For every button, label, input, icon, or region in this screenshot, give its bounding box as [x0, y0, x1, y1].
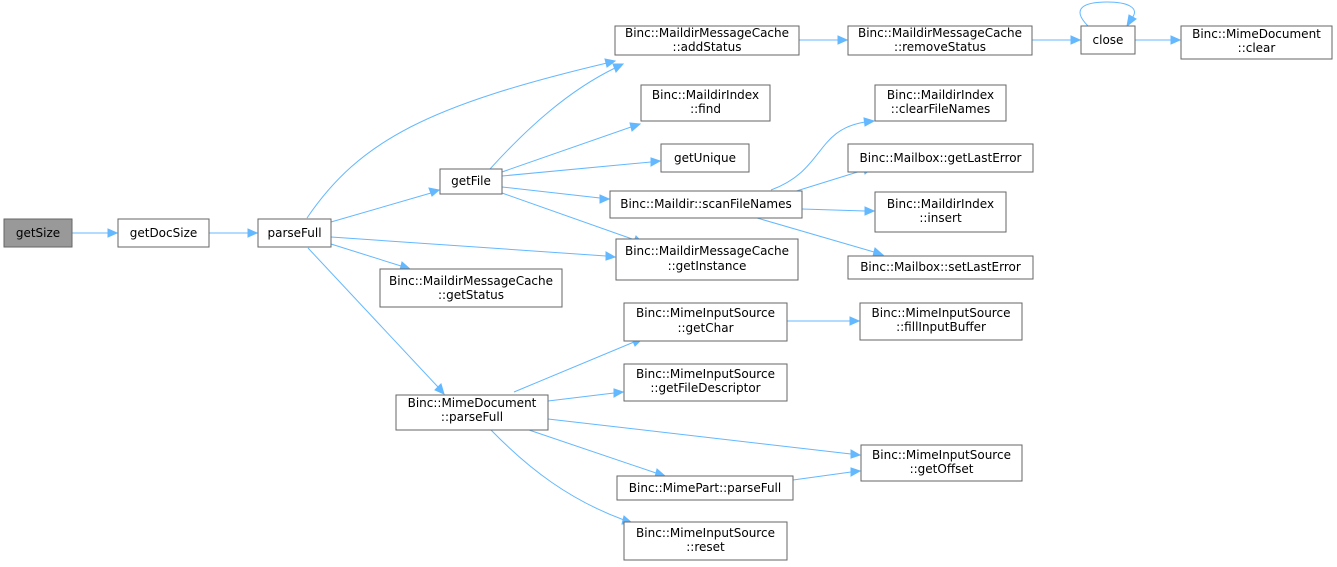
- node-label-line2: ::getOffset: [910, 462, 974, 476]
- node-label-line1: Binc::MaildirMessageCache: [625, 26, 789, 40]
- node-removeStatus[interactable]: Binc::MaildirMessageCache ::removeStatus: [847, 25, 1033, 56]
- edge-getDocSize-to-parseFull: [209, 228, 259, 238]
- node-getDocSize[interactable]: getDocSize: [117, 218, 210, 248]
- node-layer: getSize getDocSize parseFull Binc::Maild…: [3, 25, 1333, 561]
- node-reset[interactable]: Binc::MimeInputSource ::reset: [623, 521, 788, 561]
- edge-mimeDocParseFull-to-getFileDescriptor: [547, 388, 625, 402]
- node-label-line2: ::find: [690, 102, 721, 116]
- node-indexInsert[interactable]: Binc::MaildirIndex ::insert: [874, 191, 1007, 233]
- node-scanFileNames[interactable]: Binc::Maildir::scanFileNames: [609, 190, 803, 219]
- edge-mimePartParseFull-to-getOffset: [792, 467, 862, 481]
- node-getOffset[interactable]: Binc::MimeInputSource ::getOffset: [860, 444, 1023, 482]
- node-label: getSize: [16, 226, 60, 240]
- node-getChar[interactable]: Binc::MimeInputSource ::getChar: [623, 302, 788, 342]
- edge-close-to-mimeClear: [1135, 35, 1182, 45]
- node-label-line1: Binc::MimeDocument: [408, 396, 537, 410]
- node-addStatus[interactable]: Binc::MaildirMessageCache ::addStatus: [614, 25, 800, 56]
- edge-parseFull-to-addStatus: [306, 58, 617, 219]
- node-mimePartParseFull[interactable]: Binc::MimePart::parseFull: [616, 475, 794, 501]
- node-getInstance[interactable]: Binc::MaildirMessageCache ::getInstance: [615, 238, 799, 281]
- node-mimeDocParseFull[interactable]: Binc::MimeDocument ::parseFull: [395, 394, 549, 431]
- node-getSize[interactable]: getSize: [3, 218, 73, 248]
- edge-addStatus-to-removeStatus: [799, 35, 849, 45]
- node-label-line2: ::getStatus: [438, 288, 504, 302]
- edge-close-self-loop: [1079, 1, 1137, 28]
- node-getStatus[interactable]: Binc::MaildirMessageCache ::getStatus: [379, 268, 563, 308]
- node-getLastError[interactable]: Binc::Mailbox::getLastError: [847, 143, 1034, 173]
- edge-scanFileNames-to-clearFileNames: [770, 117, 876, 191]
- edge-getFile-to-scanFileNames: [501, 186, 611, 204]
- edge-parseFull-to-mimeDocParseFull: [307, 247, 445, 395]
- edge-getFile-to-getUnique: [501, 157, 662, 177]
- node-label-line2: ::removeStatus: [894, 40, 986, 54]
- node-label-line1: Binc::MaildirIndex: [887, 197, 994, 211]
- node-label-line1: Binc::MimeInputSource: [872, 306, 1011, 320]
- node-label-line2: ::reset: [686, 540, 725, 554]
- edge-layer: [72, 1, 1182, 525]
- edge-parseFull-to-getFile: [330, 187, 441, 223]
- node-label-line2: ::fillInputBuffer: [896, 320, 986, 334]
- node-label-line2: ::addStatus: [673, 40, 742, 54]
- node-label-line2: ::getInstance: [668, 259, 747, 273]
- node-label: Binc::Maildir::scanFileNames: [620, 197, 792, 211]
- node-label-line1: Binc::MaildirMessageCache: [389, 274, 553, 288]
- node-label: getUnique: [674, 151, 736, 165]
- edge-parseFull-to-getStatus: [330, 243, 412, 271]
- node-label-line1: Binc::MaildirMessageCache: [858, 26, 1022, 40]
- edge-getSize-to-getDocSize: [72, 228, 119, 238]
- node-label: Binc::MimePart::parseFull: [629, 481, 781, 495]
- edge-getFile-to-addStatus: [489, 63, 625, 170]
- node-label-line1: Binc::MaildirIndex: [652, 88, 759, 102]
- edge-scanFileNames-to-indexInsert: [801, 206, 876, 216]
- node-label-line2: ::clear: [1238, 41, 1276, 55]
- node-close[interactable]: close: [1080, 25, 1136, 55]
- node-label-line1: Binc::MimeInputSource: [636, 526, 775, 540]
- edge-removeStatus-to-close: [1032, 35, 1082, 45]
- edge-mimeDocParseFull-to-getOffset: [547, 418, 862, 459]
- node-fillInputBuffer[interactable]: Binc::MimeInputSource ::fillInputBuffer: [859, 302, 1023, 341]
- node-label-line2: ::parseFull: [441, 410, 503, 424]
- node-label-line1: Binc::MaildirMessageCache: [625, 244, 789, 258]
- node-label: Binc::Mailbox::setLastError: [860, 260, 1021, 274]
- node-clearFileNames[interactable]: Binc::MaildirIndex ::clearFileNames: [874, 84, 1007, 122]
- node-label-line1: Binc::MaildirIndex: [887, 88, 994, 102]
- edge-parseFull-to-getInstance: [330, 236, 617, 261]
- node-label-line2: ::insert: [919, 211, 962, 225]
- node-label: close: [1093, 33, 1124, 47]
- node-label-line1: Binc::MimeInputSource: [636, 306, 775, 320]
- node-getFileDescriptor[interactable]: Binc::MimeInputSource ::getFileDescripto…: [623, 363, 788, 402]
- edge-mimeDocParseFull-to-mimePartParseFull: [528, 429, 667, 478]
- node-indexFind[interactable]: Binc::MaildirIndex ::find: [640, 84, 771, 122]
- node-label-line2: ::getChar: [677, 321, 733, 335]
- edge-mimeDocParseFull-to-getChar: [513, 338, 644, 393]
- node-label-line1: Binc::MimeDocument: [1192, 27, 1321, 41]
- node-label: getFile: [451, 174, 491, 188]
- node-getFile[interactable]: getFile: [439, 168, 503, 195]
- edge-getFile-to-indexFind: [501, 122, 642, 173]
- node-label-line1: Binc::MimeInputSource: [872, 448, 1011, 462]
- node-label-line2: ::clearFileNames: [891, 102, 990, 116]
- node-setLastError[interactable]: Binc::Mailbox::setLastError: [847, 255, 1034, 280]
- edge-mimeDocParseFull-to-reset: [490, 429, 634, 525]
- node-parseFull[interactable]: parseFull: [257, 218, 332, 248]
- node-label: Binc::Mailbox::getLastError: [860, 151, 1022, 165]
- node-label-line2: ::getFileDescriptor: [650, 381, 760, 395]
- node-getUnique[interactable]: getUnique: [660, 143, 750, 173]
- node-label: parseFull: [267, 226, 321, 240]
- node-label-line1: Binc::MimeInputSource: [636, 367, 775, 381]
- node-label: getDocSize: [130, 226, 198, 240]
- edge-getChar-to-fillInputBuffer: [787, 316, 861, 326]
- node-mimeClear[interactable]: Binc::MimeDocument ::clear: [1180, 25, 1333, 60]
